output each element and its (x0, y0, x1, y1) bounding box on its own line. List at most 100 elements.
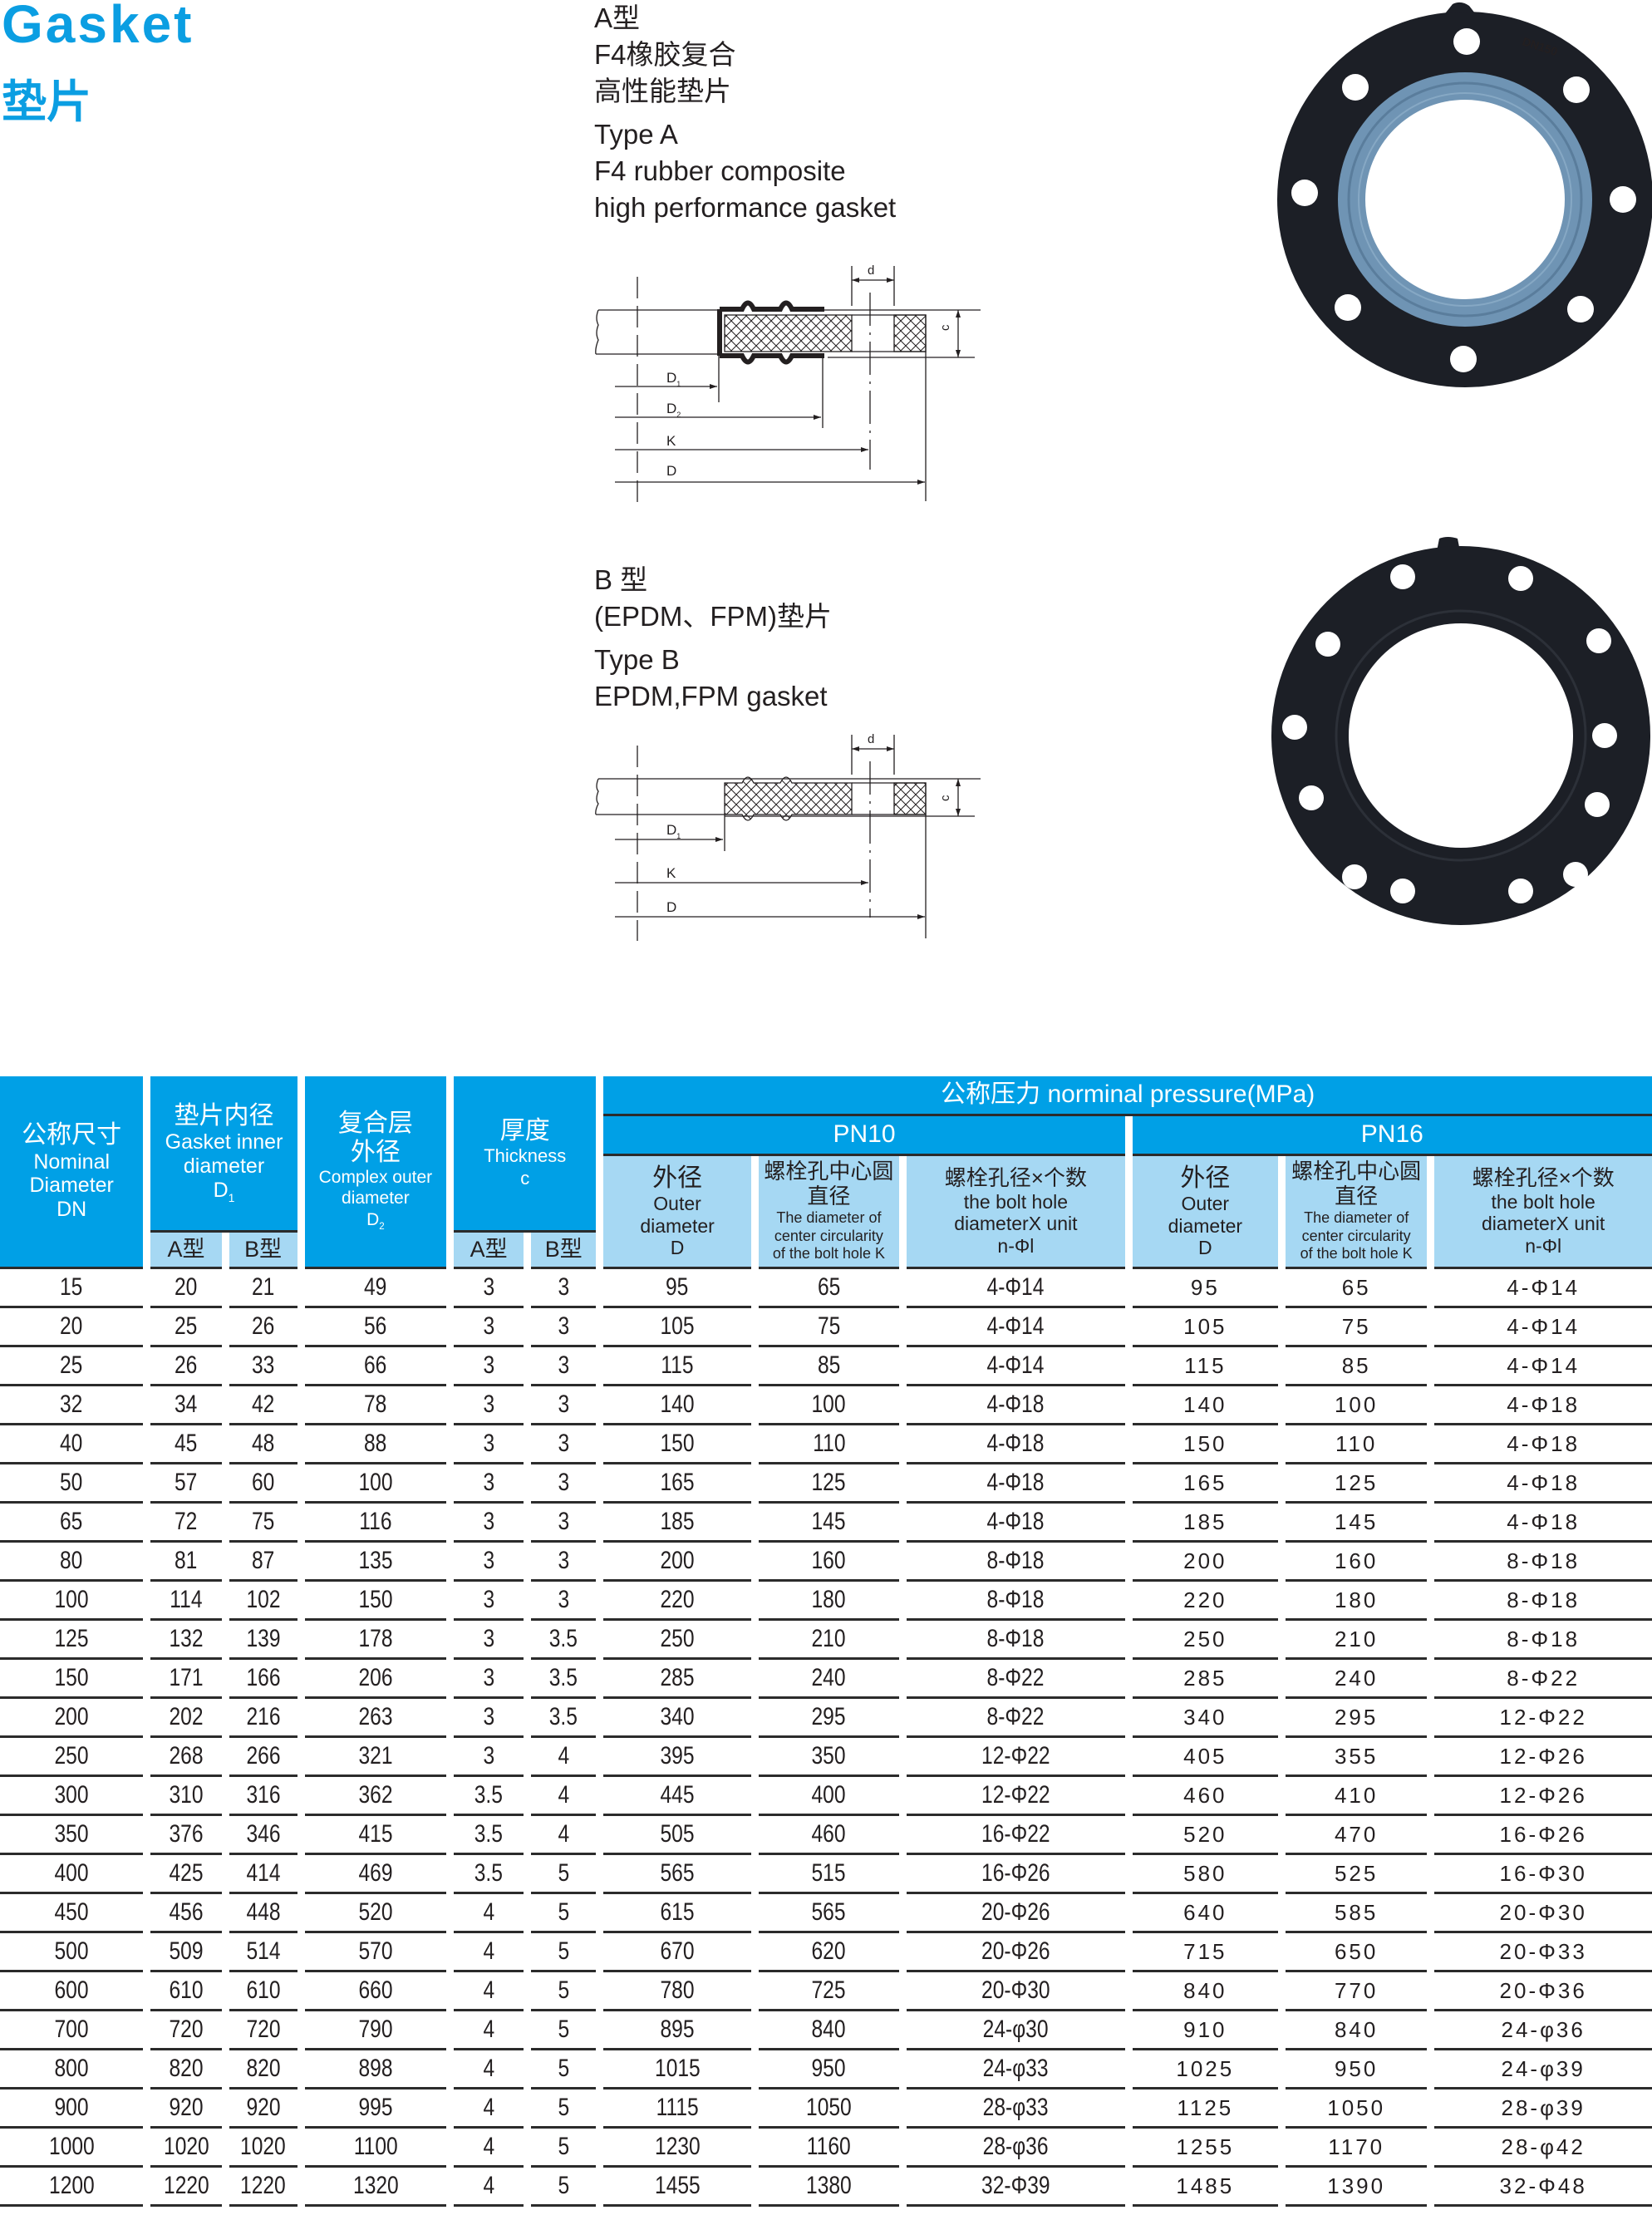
cell-pn16-d: 95 (1132, 1269, 1278, 1308)
cell-c-b: 5 (531, 2050, 597, 2089)
cell-pn10-k: 240 (758, 1660, 900, 1699)
cell-pn16-k: 100 (1286, 1386, 1428, 1425)
cell-d1-b: 33 (229, 1347, 297, 1386)
cell-value: 49 (364, 1273, 387, 1301)
cell-d2: 898 (304, 2050, 447, 2089)
cell-dn: 80 (0, 1543, 144, 1582)
cell-pn10-d: 220 (603, 1582, 751, 1621)
cell-pn10-d: 340 (603, 1699, 751, 1738)
cell-pn16-k: 525 (1286, 1855, 1428, 1894)
cell-d1-a: 720 (150, 2011, 222, 2050)
cell-pn10-k: 620 (758, 1933, 900, 1972)
cell-c-b: 3 (531, 1347, 597, 1386)
cell-value: 509 (169, 1937, 204, 1965)
cell-value: 72 (175, 1508, 198, 1535)
cell-value: 340 (1183, 1704, 1227, 1730)
dim-label-d: d (868, 732, 874, 746)
cell-d1-a: 20 (150, 1269, 222, 1308)
cell-d1-a: 45 (150, 1425, 222, 1464)
cell-pn16-bolts: 8-Φ18 (1434, 1582, 1652, 1621)
cell-value: 3 (483, 1469, 494, 1496)
cell-value: 650 (1334, 1938, 1379, 1964)
cell-value: 520 (1183, 1821, 1227, 1847)
cell-pn16-k: 650 (1286, 1933, 1428, 1972)
type-a-label-en: Type A (594, 119, 678, 150)
cell-value: 26 (175, 1351, 198, 1379)
cell-c-a: 3 (454, 1386, 524, 1425)
cell-value: 105 (660, 1312, 695, 1340)
cell-pn10-bolts: 8-Φ18 (907, 1582, 1125, 1621)
cell-value: 3 (558, 1586, 570, 1613)
cell-c-b: 3 (531, 1543, 597, 1582)
cell-value: 3 (558, 1508, 570, 1535)
cell-value: 8-Φ22 (986, 1703, 1045, 1730)
cell-pn10-k: 110 (758, 1425, 900, 1464)
cell-value: 840 (1334, 2016, 1379, 2042)
cell-dn: 1000 (0, 2129, 144, 2168)
cell-pn16-bolts: 8-Φ18 (1434, 1621, 1652, 1660)
cell-pn16-bolts: 4-Φ14 (1434, 1308, 1652, 1347)
cell-pn16-bolts: 12-Φ26 (1434, 1777, 1652, 1816)
cell-value: 3 (558, 1547, 570, 1574)
cell-d1-b: 820 (229, 2050, 297, 2089)
cell-value: 32-Φ48 (1499, 2173, 1587, 2198)
cell-value: 3.5 (549, 1703, 578, 1730)
cell-c-a: 4 (454, 1894, 524, 1933)
cell-c-b: 3.5 (531, 1660, 597, 1699)
cell-value: 640 (1183, 1899, 1227, 1925)
cell-value: 350 (54, 1820, 89, 1848)
cell-value: 3 (558, 1391, 570, 1418)
dim-label-d1: D1 (666, 370, 681, 388)
cell-d1-a: 610 (150, 1972, 222, 2011)
cell-pn16-d: 715 (1132, 1933, 1278, 1972)
cell-value: 1200 (48, 2172, 95, 2199)
cell-value: 28-φ33 (982, 2094, 1049, 2121)
cell-value: 50 (60, 1469, 83, 1496)
cell-value: 25 (175, 1312, 198, 1340)
cell-pn10-d: 140 (603, 1386, 751, 1425)
cell-pn10-d: 105 (603, 1308, 751, 1347)
cell-value: 3 (483, 1508, 494, 1535)
cell-value: 4 (483, 2094, 494, 2121)
cell-value: 316 (246, 1781, 281, 1809)
cell-c-b: 3 (531, 1464, 597, 1504)
cell-value: 3 (483, 1430, 494, 1457)
cell-value: 26 (251, 1312, 275, 1340)
cell-value: 210 (811, 1625, 846, 1652)
cell-dn: 300 (0, 1777, 144, 1816)
cell-pn16-k: 770 (1286, 1972, 1428, 2011)
cell-value: 3 (483, 1664, 494, 1691)
cell-c-a: 3 (454, 1425, 524, 1464)
cell-value: 3.5 (474, 1820, 504, 1848)
cell-pn10-k: 210 (758, 1621, 900, 1660)
cell-pn10-k: 180 (758, 1582, 900, 1621)
cell-dn: 400 (0, 1855, 144, 1894)
cell-dn: 800 (0, 2050, 144, 2089)
cell-value: 34 (175, 1391, 198, 1418)
cell-dn: 65 (0, 1504, 144, 1543)
cell-d1-a: 25 (150, 1308, 222, 1347)
cell-dn: 1200 (0, 2168, 144, 2207)
cell-pn16-k: 75 (1286, 1308, 1428, 1347)
cell-pn16-k: 180 (1286, 1582, 1428, 1621)
cell-value: 165 (1183, 1469, 1227, 1495)
cell-value: 139 (246, 1625, 281, 1652)
cell-value: 3.5 (549, 1664, 578, 1691)
cell-d1-a: 57 (150, 1464, 222, 1504)
cell-value: 178 (358, 1625, 393, 1652)
type-a-gasket-photo: DN150 (1277, 2, 1652, 387)
cell-value: 100 (1334, 1391, 1379, 1417)
cell-d2: 995 (304, 2089, 447, 2129)
dim-label-outer-d: D (666, 899, 676, 915)
cell-value: 660 (358, 1976, 393, 2004)
cell-value: 950 (1334, 2055, 1379, 2081)
cell-value: 3 (483, 1547, 494, 1574)
cell-pn16-bolts: 16-Φ30 (1434, 1855, 1652, 1894)
cell-value: 45 (175, 1430, 198, 1457)
cell-value: 780 (660, 1976, 695, 2004)
